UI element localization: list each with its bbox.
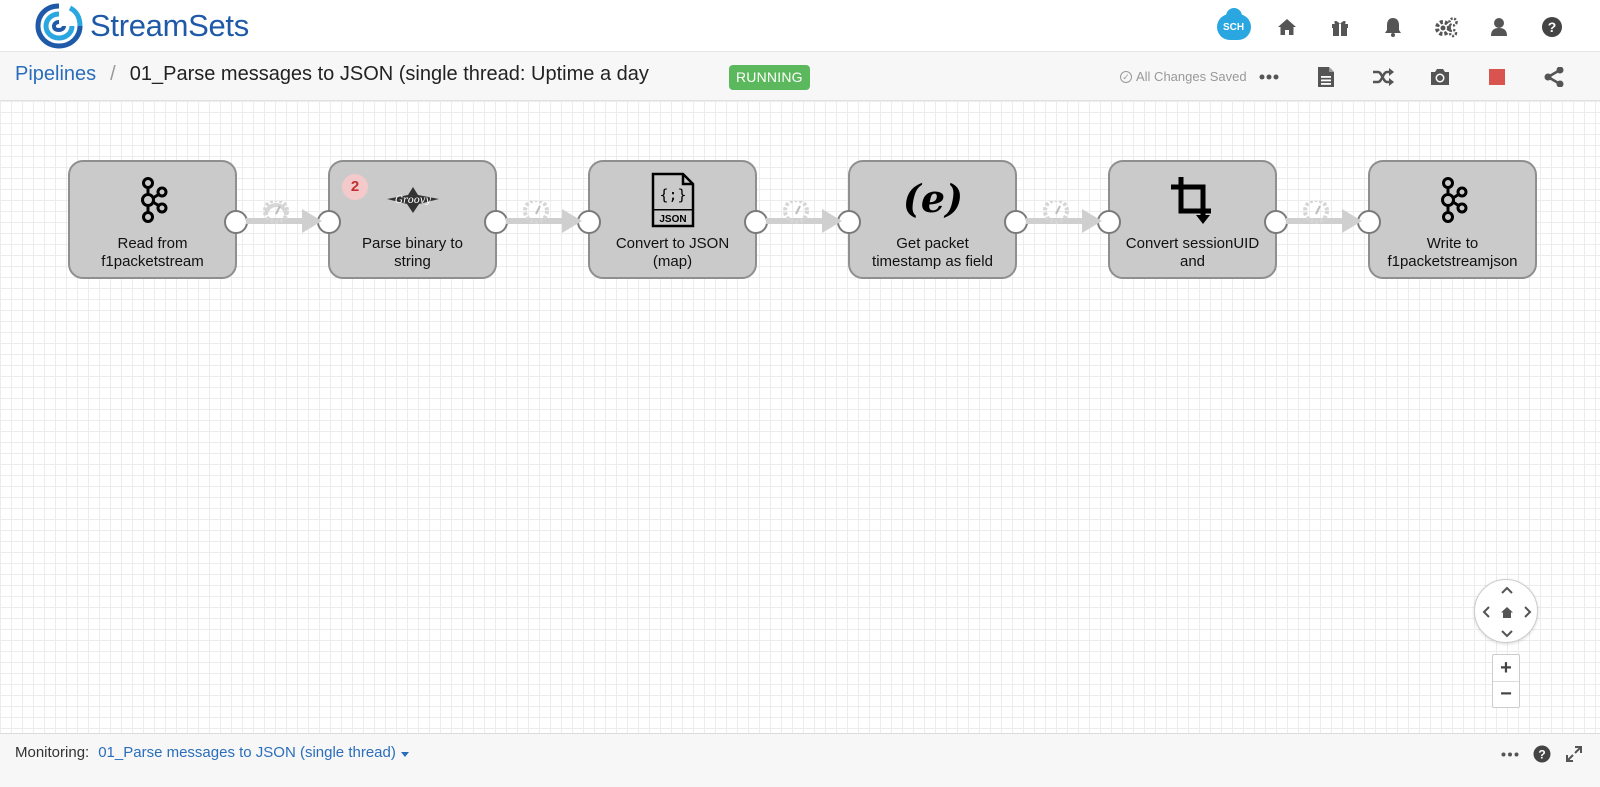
breadcrumb-pipelines-link[interactable]: Pipelines	[15, 63, 97, 85]
pipeline-title: 01_Parse messages to JSON (single thread…	[129, 63, 649, 85]
header-icons: SCH ?	[1207, 8, 1578, 44]
stage-link-arrow[interactable]	[246, 201, 324, 241]
document-icon[interactable]	[1297, 60, 1354, 94]
check-circle-icon: ✓	[1120, 70, 1132, 83]
help-icon[interactable]: ?	[1525, 10, 1578, 44]
help-icon[interactable]: ?	[1526, 742, 1558, 766]
zoom-out-button[interactable]: −	[1493, 681, 1519, 707]
top-header: StreamSets SCH ?	[0, 0, 1600, 52]
monitoring-pipeline-dropdown[interactable]: 01_Parse messages to JSON (single thread…	[98, 744, 409, 761]
bell-icon[interactable]	[1366, 10, 1419, 44]
pan-up-icon[interactable]	[1499, 582, 1515, 598]
streamsets-logo[interactable]: StreamSets	[34, 3, 249, 49]
output-port[interactable]	[1004, 210, 1028, 234]
gauge-icon[interactable]	[1043, 201, 1069, 224]
stage-link-arrow[interactable]	[1286, 201, 1364, 241]
user-icon[interactable]	[1472, 10, 1525, 44]
groovy-icon: Groovy	[330, 172, 495, 228]
output-port[interactable]	[224, 210, 248, 234]
input-port[interactable]	[837, 210, 861, 234]
stage-label: Convert to JSON(map)	[615, 235, 730, 270]
pan-right-icon[interactable]	[1520, 604, 1536, 620]
monitoring-header: Monitoring: 01_Parse messages to JSON (s…	[15, 744, 409, 761]
expression-icon: (e)	[850, 172, 1015, 228]
more-icon[interactable]	[1240, 60, 1297, 94]
svg-text:?: ?	[1547, 19, 1556, 35]
breadcrumb: Pipelines / 01_Parse messages to JSON (s…	[15, 63, 649, 86]
sch-cloud-icon[interactable]: SCH	[1207, 8, 1260, 44]
output-port[interactable]	[484, 210, 508, 234]
svg-text:JSON: JSON	[659, 214, 686, 225]
gift-icon[interactable]	[1313, 10, 1366, 44]
kafka-icon	[1370, 172, 1535, 228]
crop-icon	[1110, 172, 1275, 228]
caret-down-icon	[400, 752, 409, 757]
output-port[interactable]	[1264, 210, 1288, 234]
gauge-icon[interactable]	[523, 201, 549, 224]
stage-link-arrow[interactable]	[1026, 201, 1104, 241]
shuffle-icon[interactable]	[1354, 60, 1411, 94]
brand-name: StreamSets	[90, 8, 249, 43]
save-status-text: All Changes Saved	[1136, 69, 1247, 84]
monitoring-label: Monitoring:	[15, 744, 90, 761]
svg-text:{;}: {;}	[659, 186, 686, 204]
svg-text:(e): (e)	[902, 178, 962, 221]
pipeline-toolbar: Pipelines / 01_Parse messages to JSON (s…	[0, 52, 1600, 101]
gauge-icon[interactable]	[1303, 201, 1329, 224]
breadcrumb-separator: /	[110, 63, 116, 85]
output-port[interactable]	[744, 210, 768, 234]
kafka-icon	[70, 172, 235, 228]
bottom-icons: ?	[1494, 742, 1590, 766]
gauge-icon[interactable]	[783, 201, 809, 224]
home-icon[interactable]	[1260, 10, 1313, 44]
json-file-icon: {;} JSON	[590, 172, 755, 228]
pan-down-icon[interactable]	[1499, 626, 1515, 642]
streamsets-logo-icon	[35, 3, 83, 49]
home-center-icon[interactable]	[1499, 604, 1515, 620]
stage-link-arrow[interactable]	[506, 201, 584, 241]
svg-text:?: ?	[1538, 748, 1545, 762]
svg-text:Groovy: Groovy	[394, 195, 430, 206]
camera-icon[interactable]	[1411, 60, 1468, 94]
pan-control	[1474, 579, 1538, 643]
stage-convert-to-json[interactable]: {;} JSON Convert to JSON(map)	[577, 160, 768, 279]
gears-icon[interactable]	[1419, 10, 1472, 44]
stage-link-arrow[interactable]	[766, 201, 844, 241]
more-icon[interactable]	[1494, 742, 1526, 766]
zoom-control: + −	[1492, 654, 1520, 708]
error-count-badge[interactable]: 2	[342, 174, 368, 200]
expand-icon[interactable]	[1558, 742, 1590, 766]
gauge-icon[interactable]	[263, 201, 289, 224]
sch-badge-label: SCH	[1222, 21, 1245, 33]
toolbar-icons	[1240, 60, 1582, 94]
bottom-panel-header: Monitoring: 01_Parse messages to JSON (s…	[0, 733, 1600, 787]
share-icon[interactable]	[1525, 60, 1582, 94]
save-status: ✓ All Changes Saved	[1120, 69, 1247, 84]
zoom-in-button[interactable]: +	[1500, 656, 1512, 679]
pan-left-icon[interactable]	[1478, 604, 1494, 620]
stop-icon[interactable]	[1468, 60, 1525, 94]
status-badge: RUNNING	[729, 65, 810, 90]
